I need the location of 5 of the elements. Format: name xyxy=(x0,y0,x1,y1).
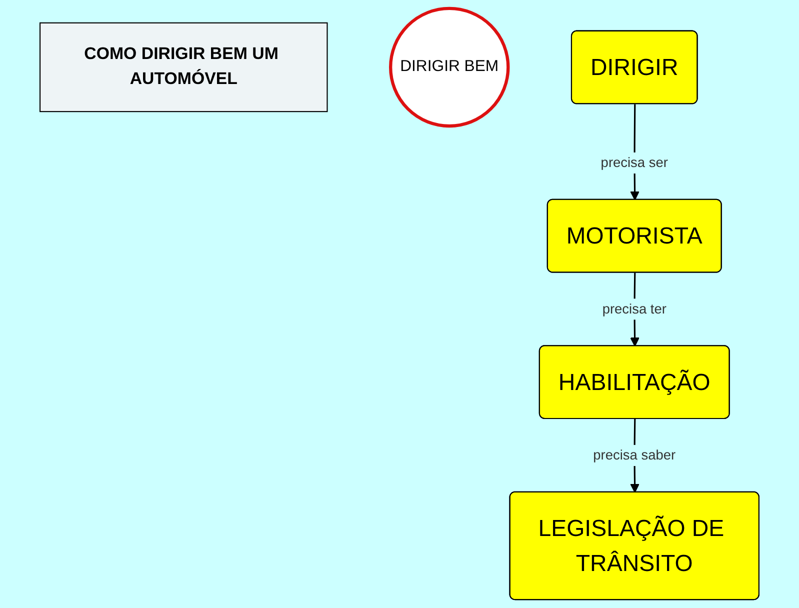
node-box: COMO DIRIGIR BEM UM AUTOMÓVEL xyxy=(40,22,328,112)
edge-label: precisa saber xyxy=(593,446,676,463)
node-circle: DIRIGIR BEM xyxy=(389,6,510,128)
edge-label: precisa ter xyxy=(602,300,666,317)
edge-label: precisa ser xyxy=(600,154,668,170)
